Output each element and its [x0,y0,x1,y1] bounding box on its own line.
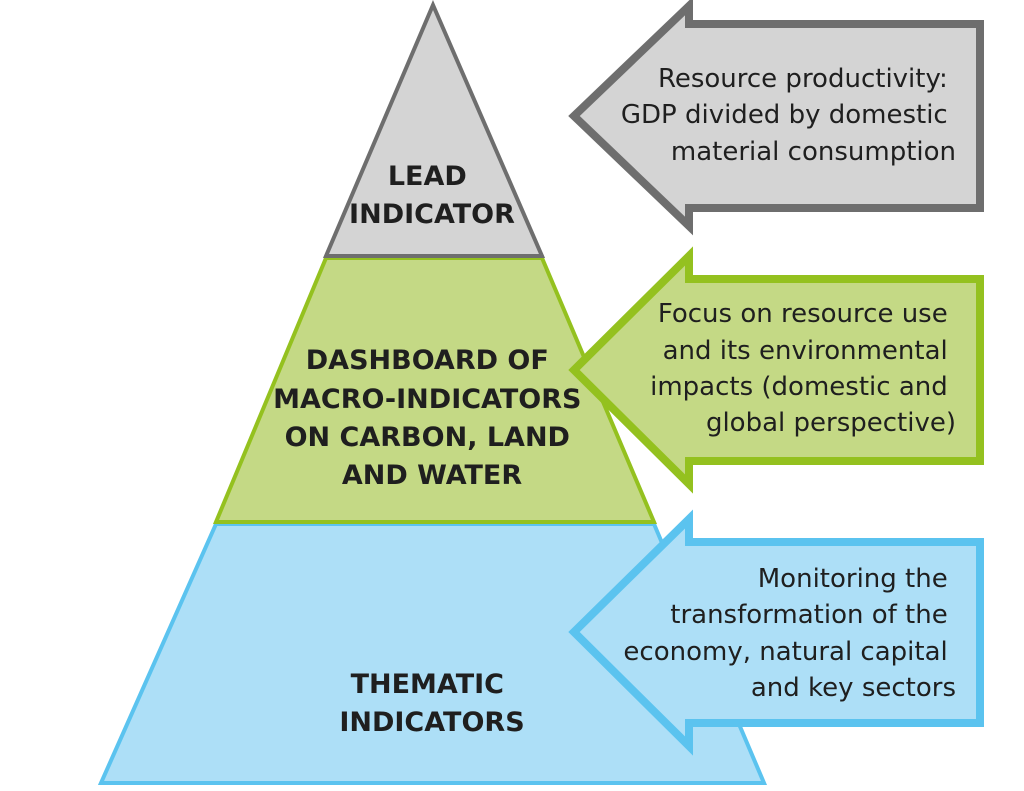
pyramid-top-tier [322,0,546,258]
thematic-indicators-label: THEMATIC INDICATORS [339,669,524,738]
arrow-bottom-text: Monitoring the transformation of the eco… [623,564,956,703]
dashboard-label: DASHBOARD OF MACRO-INDICATORS ON CARBON,… [273,345,591,491]
arrow-middle [568,246,984,494]
arrow-top-text: Resource productivity: GDP divided by do… [621,64,956,167]
arrow-bottom [568,509,984,756]
lead-indicator-label: LEAD INDICATOR [349,161,515,230]
arrow-top [568,0,984,236]
arrow-middle-text: Focus on resource use and its environmen… [650,299,956,438]
